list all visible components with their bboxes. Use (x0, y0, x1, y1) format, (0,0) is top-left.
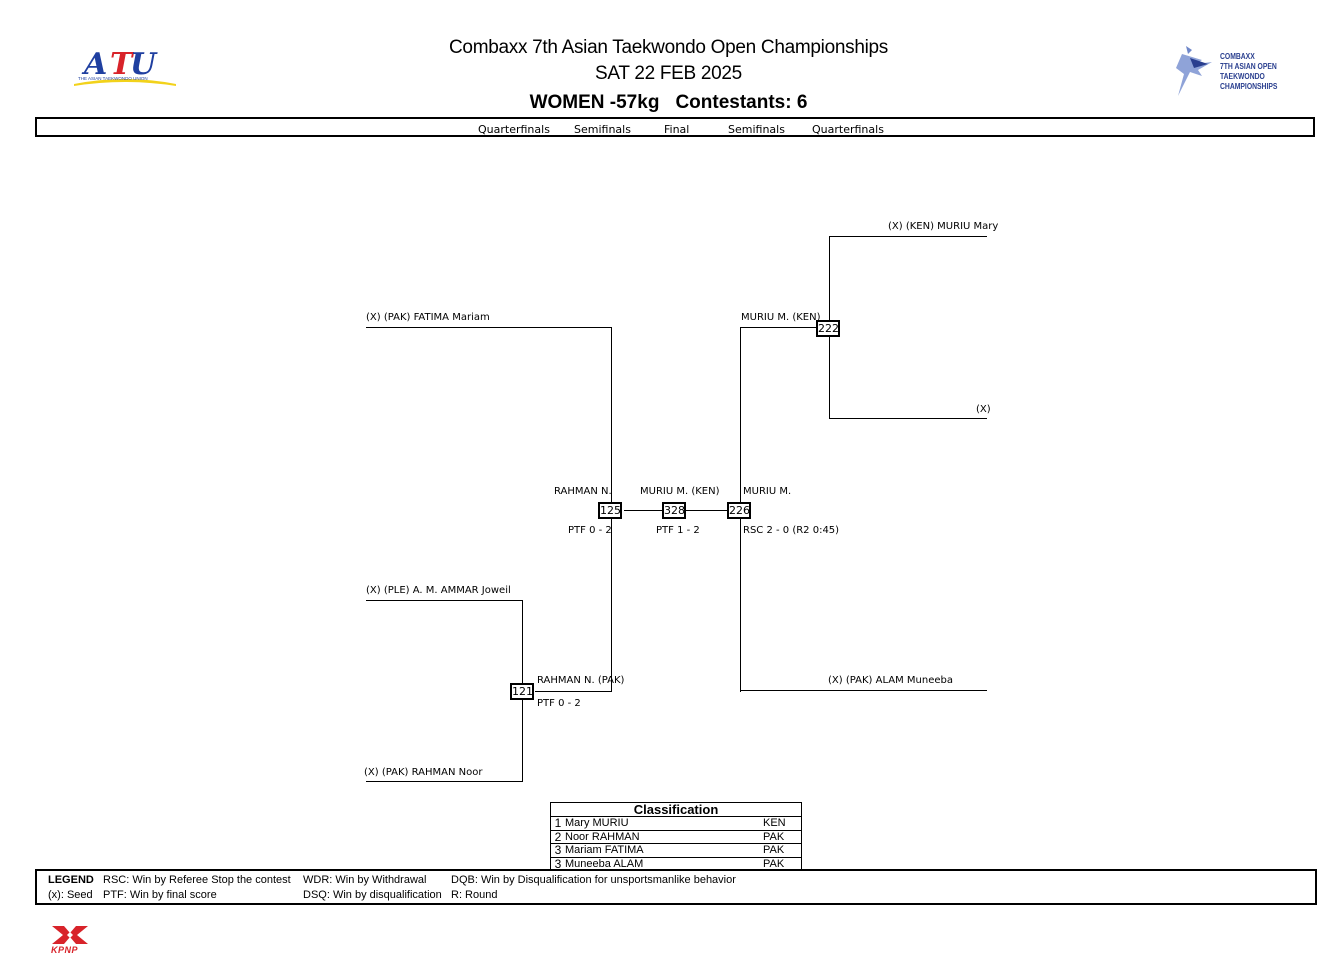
player-right-3: (X) (PAK) ALAM Muneeba (828, 675, 953, 686)
kpnp-logo: KPNP (50, 924, 92, 958)
kpnp-logo-icon (52, 926, 88, 944)
contestants-count: Contestants: 6 (675, 92, 808, 113)
table-row: 3 Mariam FATIMA PAK (551, 844, 801, 858)
rank: 2 (554, 829, 562, 844)
winner-125: RAHMAN N. (554, 486, 612, 497)
round-header-bar (35, 117, 1315, 137)
svg-text:T: T (110, 47, 135, 82)
nation: PAK (763, 844, 785, 856)
legend-round: R: Round (451, 889, 498, 901)
player-right-1: (X) (KEN) MURIU Mary (888, 221, 999, 232)
result-125: PTF 0 - 2 (568, 525, 612, 536)
bracket-line (366, 600, 523, 601)
kpnp-logo-text: KPNP (51, 945, 79, 955)
legend-rsc: RSC: Win by Referee Stop the contest (103, 874, 291, 886)
bracket-line (829, 236, 987, 237)
atu-logo: A T U THE ASIAN TAEKWONDO UNION (70, 40, 180, 88)
nation: KEN (763, 817, 786, 829)
legend-label: LEGEND (48, 874, 94, 886)
bracket-line (366, 781, 523, 782)
match-box-121[interactable]: 121 (510, 683, 534, 700)
athlete-name: Noor RAHMAN (565, 830, 640, 843)
round-label-left-sf: Semifinals (574, 123, 631, 136)
winner-222: MURIU M. (KEN) (741, 312, 821, 323)
player-left-3: (X) (PAK) RAHMAN Noor (364, 767, 483, 778)
event-date: SAT 22 FEB 2025 (595, 63, 742, 84)
legend-ptf: PTF: Win by final score (103, 889, 217, 901)
final-result: PTF 1 - 2 (656, 525, 700, 536)
round-label-final: Final (664, 123, 690, 136)
combaxx-logo-line1: COMBAXX (1220, 52, 1255, 61)
combaxx-figure-icon (1176, 46, 1212, 96)
match-box-final-328[interactable]: 328 (662, 502, 686, 519)
bracket-line (740, 690, 987, 691)
result-121: PTF 0 - 2 (537, 698, 581, 709)
classification-table: Classification 1 Mary MURIU KEN 2 Noor R… (550, 802, 802, 871)
rank: 3 (554, 856, 562, 871)
bracket-line (829, 418, 987, 419)
legend-seed: (x): Seed (48, 889, 93, 901)
table-row: 1 Mary MURIU KEN (551, 817, 801, 831)
match-box-125[interactable]: 125 (598, 502, 622, 519)
combaxx-logo: COMBAXX 7TH ASIAN OPEN TAEKWONDO CHAMPIO… (1172, 42, 1287, 100)
nation: PAK (763, 857, 785, 870)
bracket-line (535, 691, 612, 692)
winner-226: MURIU M. (743, 486, 792, 497)
combaxx-logo-line4: CHAMPIONSHIPS (1220, 82, 1278, 91)
rank: 3 (554, 843, 562, 857)
winner-121: RAHMAN N. (PAK) (537, 675, 625, 686)
combaxx-logo-line3: TAEKWONDO (1220, 72, 1265, 81)
player-left-1: (X) (PAK) FATIMA Mariam (366, 312, 490, 323)
table-row: 3 Muneeba ALAM PAK (551, 856, 801, 871)
atu-logo-subtext: THE ASIAN TAEKWONDO UNION (78, 76, 148, 81)
weight-category: WOMEN -57kg (529, 92, 660, 113)
svg-text:A: A (81, 47, 107, 82)
bracket-line (366, 327, 612, 328)
legend-dsq: DSQ: Win by disqualification (303, 889, 442, 901)
legend-dqb: DQB: Win by Disqualification for unsport… (451, 874, 736, 886)
round-label-left-qf: Quarterfinals (478, 123, 550, 136)
round-label-right-sf: Semifinals (728, 123, 785, 136)
legend-box: LEGEND (x): Seed RSC: Win by Referee Sto… (35, 869, 1317, 905)
svg-text:U: U (130, 47, 158, 82)
table-row: 2 Noor RAHMAN PAK (551, 829, 801, 844)
match-box-226[interactable]: 226 (727, 502, 751, 519)
legend-wdr: WDR: Win by Withdrawal (303, 874, 427, 886)
nation: PAK (763, 830, 785, 843)
event-title: Combaxx 7th Asian Taekwondo Open Champio… (449, 37, 888, 58)
category-heading: WOMEN -57kg Contestants: 6 (0, 92, 1337, 114)
player-left-2: (X) (PLE) A. M. AMMAR Joweil (366, 585, 511, 596)
combaxx-logo-text: COMBAXX 7TH ASIAN OPEN TAEKWONDO CHAMPIO… (1220, 52, 1277, 92)
athlete-name: Mariam FATIMA (565, 844, 644, 856)
bracket-line (740, 327, 817, 328)
combaxx-logo-line2: 7TH ASIAN OPEN (1220, 62, 1277, 71)
athlete-name: Muneeba ALAM (565, 857, 644, 870)
atu-logo-mark: A T U (74, 47, 176, 86)
player-right-2: (X) (976, 404, 991, 415)
classification-title: Classification (551, 803, 801, 817)
rank: 1 (554, 816, 562, 830)
match-box-222[interactable]: 222 (816, 320, 840, 337)
result-226: RSC 2 - 0 (R2 0:45) (743, 525, 840, 536)
athlete-name: Mary MURIU (565, 817, 629, 829)
final-winner: MURIU M. (KEN) (640, 486, 720, 497)
round-label-right-qf: Quarterfinals (812, 123, 884, 136)
